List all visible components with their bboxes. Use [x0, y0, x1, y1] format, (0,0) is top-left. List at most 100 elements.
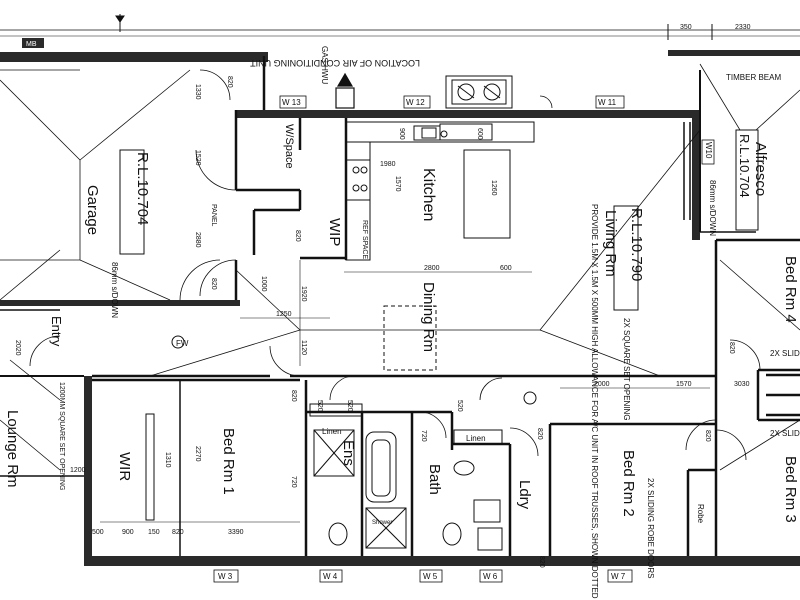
window-w3: W 3 [218, 572, 233, 581]
level-living: R.L.10.790 [628, 208, 645, 281]
door-520-c: 520 [346, 400, 353, 412]
room-bed3: Bed Rm 3 [782, 456, 799, 523]
smoke-s-1: FW [176, 339, 189, 348]
door-820-f: 820 [704, 430, 711, 442]
room-lounge: Lounge Rm [4, 410, 21, 488]
window-w13: W 13 [282, 98, 301, 107]
ref-space-label: REF SPACE [361, 220, 368, 259]
window-w5: W 5 [423, 572, 438, 581]
door-520-a: 520 [316, 400, 323, 412]
dim-900b: 900 [122, 529, 134, 536]
hot-water-unit-icon [335, 72, 355, 109]
door-720-a: 720 [420, 430, 427, 442]
cooktop-icon [352, 166, 368, 192]
dim-3030: 3030 [734, 381, 750, 388]
gas-hwu-label: GAS HWU [320, 46, 329, 84]
door-820-g: 820 [728, 342, 735, 354]
window-w10: W10 [704, 142, 713, 159]
mb-label: MB [26, 41, 37, 48]
dim-150: 150 [148, 529, 160, 536]
level-living-box [613, 205, 639, 311]
alfresco-step: 86mm s/DOWN [708, 180, 717, 236]
dim-1570b: 1570 [676, 381, 692, 388]
meter-box [22, 38, 44, 48]
room-living: Living Rm [602, 210, 619, 277]
window-w12: W 12 [406, 98, 425, 107]
smoke-detector-icons [171, 335, 537, 405]
linen-label-1: Linen [322, 427, 342, 436]
internal-walls [0, 56, 800, 556]
wir-shelf [145, 413, 155, 521]
level-alfresco: R.L.10.704 [737, 134, 752, 198]
dim-2880: 2880 [194, 232, 201, 248]
room-bed1: Bed Rm 1 [220, 428, 237, 495]
room-kitchen: Kitchen [420, 168, 437, 221]
level-garage-box [119, 149, 145, 255]
dim-1920: 1920 [300, 286, 307, 302]
ac-unit-icon [445, 75, 513, 109]
door-720-b: 720 [290, 476, 297, 488]
room-ens: Ens [340, 440, 357, 466]
dim-1570: 1570 [394, 176, 401, 192]
dim-600a: 600 [476, 128, 483, 140]
dim-1330: 1330 [194, 84, 201, 100]
ac-note: PROVIDE 1.5M X 1.5M X 500MM HIGH ALLOWAN… [590, 204, 599, 599]
window-w7: W 7 [611, 572, 626, 581]
dim-2270: 2270 [194, 446, 201, 462]
dim-600b: 600 [500, 265, 512, 272]
kitchen-benches [345, 121, 535, 261]
dim-1520: 1520 [194, 150, 201, 166]
dim-1250: 1250 [276, 311, 292, 318]
door-2020: 2020 [14, 340, 21, 356]
room-alfresco: Alfresco [752, 142, 769, 196]
robe-label: Robe [696, 504, 705, 524]
room-wip: WIP [326, 218, 343, 246]
roof-hip-lines [0, 63, 800, 471]
dim-1260: 1260 [490, 180, 497, 196]
room-bath: Bath [426, 464, 443, 495]
shower-label: Shower [372, 520, 392, 526]
room-garage: Garage [84, 185, 101, 235]
robes-note-4: 2X SLIDING ROBE [770, 349, 800, 358]
dim-900: 900 [398, 128, 405, 140]
garage-step: 86mm s/DOWN [110, 262, 119, 318]
dim-1000: 1000 [260, 276, 267, 292]
dim-820-bottom: 820 [172, 529, 184, 536]
dim-3390: 3390 [228, 529, 244, 536]
room-bed2: Bed Rm 2 [620, 450, 637, 517]
top-dim-2330: 2330 [735, 24, 751, 31]
door-820-h: 820 [538, 556, 545, 568]
window-w6: W 6 [483, 572, 498, 581]
top-dimension-strip [0, 14, 800, 40]
door-820-c: 820 [294, 230, 301, 242]
door-820-b: 820 [210, 278, 217, 290]
robes-note-3: 2X SLIDING ROBE [770, 429, 800, 438]
entry-opening-note: 1200MM SQUARE SET OPENING [58, 382, 65, 490]
robe-doors-note: 2X SLIDING ROBE DOORS [646, 478, 655, 578]
door-swings [29, 69, 761, 461]
window-w4: W 4 [323, 572, 338, 581]
window-labels [213, 95, 715, 583]
window-w11: W 11 [598, 98, 617, 107]
room-wir: WIR [116, 452, 133, 481]
dim-2000: 2000 [594, 381, 610, 388]
dim-1120: 1120 [300, 340, 307, 355]
door-820-d: 820 [290, 390, 297, 402]
door-820-a: 820 [226, 76, 233, 88]
dim-1200: 1200 [70, 467, 86, 474]
top-dim-350: 350 [680, 24, 692, 31]
room-ldry: Ldry [516, 480, 533, 510]
door-520-b: 520 [456, 400, 463, 412]
room-wspace: W/Space [283, 124, 295, 169]
outer-walls [0, 50, 800, 566]
dim-1310: 1310 [164, 452, 171, 468]
linen-label-2: Linen [466, 434, 486, 443]
set-opening-note: 2X SQUARE SET OPENING [622, 318, 631, 421]
level-alfresco-box [735, 129, 759, 231]
room-dining: Dining Rm [420, 282, 437, 352]
dim-2800: 2800 [424, 265, 440, 272]
interior-dimension-lines [100, 260, 710, 523]
ac-location-note: LOCATION OF AIR CONDITIONING UNIT [250, 58, 420, 68]
alfresco-sliding-door [683, 122, 691, 220]
room-bed4: Bed Rm 4 [782, 256, 799, 323]
